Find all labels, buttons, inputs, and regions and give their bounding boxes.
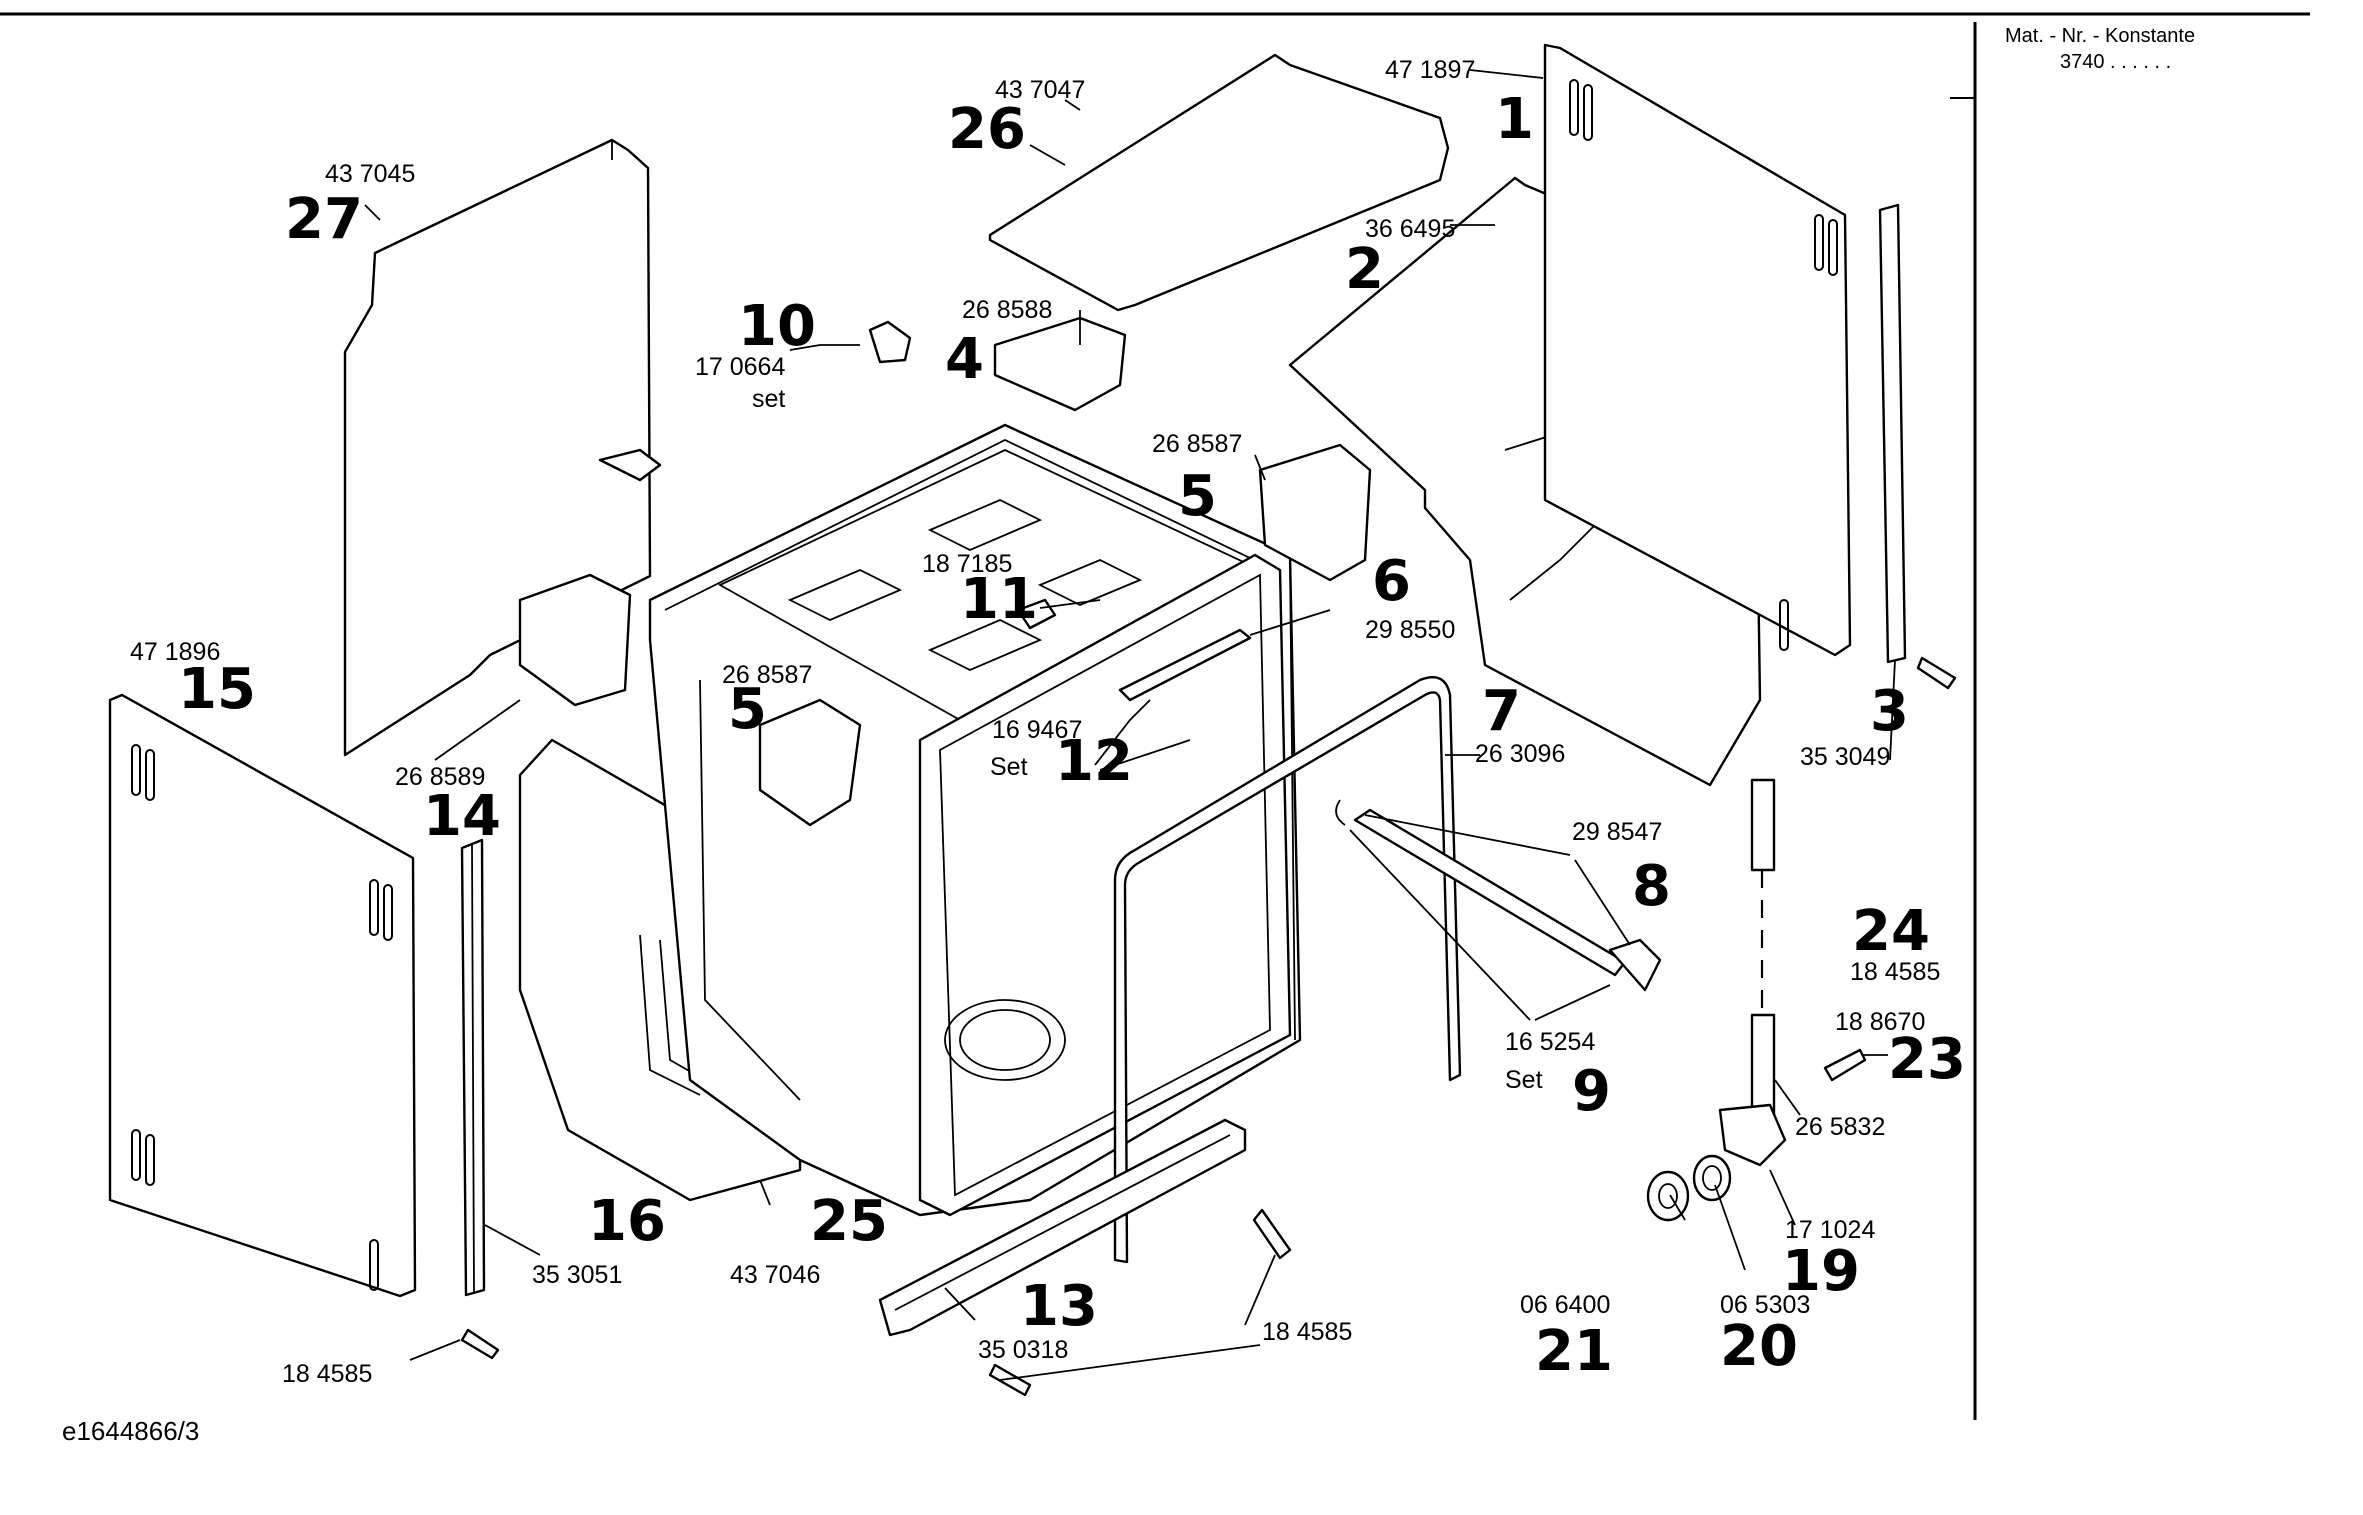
callout-2-part-number: 36 6495: [1365, 215, 1455, 243]
part-13-rail: [878, 1118, 1247, 1337]
valve-part-number: 26 5832: [1795, 1113, 1885, 1141]
callout-15-part-number: 47 1896: [130, 638, 220, 666]
callout-1-number: 1: [1495, 87, 1534, 152]
callout-19-part-number: 17 1024: [1785, 1216, 1875, 1244]
callout-23-number: 23: [1888, 1027, 1966, 1092]
callout-16-number: 16: [588, 1189, 666, 1254]
callout-5-lower-number: 5: [728, 677, 767, 742]
callout-24-part-number: 18 4585: [1850, 958, 1940, 986]
callout-10-set-label: set: [752, 385, 785, 413]
callout-11-part-number: 18 7185: [922, 550, 1012, 578]
callout-7-number: 7: [1482, 679, 1521, 744]
callout-13-number: 13: [1020, 1274, 1098, 1339]
part-5-upper-bracket: [1258, 443, 1372, 582]
callout-9-part-number: 16 5254: [1505, 1028, 1595, 1056]
callout-12-set-label: Set: [990, 753, 1028, 781]
callout-27-number: 27: [285, 187, 363, 252]
callout-3-part-number: 35 3049: [1800, 743, 1890, 771]
part-21-washer: [1646, 1170, 1690, 1222]
callout-23-part-number: 18 8670: [1835, 1008, 1925, 1036]
part-10-clip: [598, 320, 912, 482]
part-19-valve: [1718, 778, 1787, 1167]
callout-10-part-number: 17 0664: [695, 353, 785, 381]
part-14-bracket: [518, 573, 632, 707]
callout-24-number: 24: [1852, 899, 1930, 964]
callout-1-part-number: 47 1897: [1385, 56, 1475, 84]
callout-10-number: 10: [738, 294, 816, 359]
callout-14-number: 14: [423, 784, 501, 849]
part-8-spray-arm: [1335, 799, 1662, 992]
callout-14-part-number: 26 8589: [395, 763, 485, 791]
callout-2-number: 2: [1345, 237, 1384, 302]
callout-26-part-number: 43 7047: [995, 76, 1085, 104]
callout-19-number: 19: [1782, 1239, 1860, 1304]
callout-20-part-number: 06 5303: [1720, 1291, 1810, 1319]
screw-icon: [988, 1363, 1032, 1397]
part-16-strip: [460, 838, 486, 1297]
callout-11-number: 11: [960, 567, 1038, 632]
constant-value: 3740 . . . . . .: [2060, 51, 2171, 73]
callout-6-part-number: 29 8550: [1365, 616, 1455, 644]
callout-4-part-number: 26 8588: [962, 296, 1052, 324]
callout-15-number: 15: [178, 657, 256, 722]
part-3-strip: [1878, 203, 1907, 664]
callout-21-part-number: 06 6400: [1520, 1291, 1610, 1319]
callout-21-number: 21: [1535, 1319, 1613, 1384]
screw-bottom-left-part-number: 18 4585: [282, 1360, 372, 1388]
screw-bottom-center-part-number: 18 4585: [1262, 1318, 1352, 1346]
leader-lines: [364, 69, 1896, 1381]
screw-icon: [1916, 656, 1957, 690]
part-6-rail: [1118, 628, 1252, 702]
dishwasher-tub: [648, 423, 1302, 1217]
callout-27-part-number: 43 7045: [325, 160, 415, 188]
part-26-top-board: [988, 53, 1450, 312]
callout-8-number: 8: [1632, 854, 1671, 919]
callout-16-part-number: 35 3051: [532, 1261, 622, 1289]
callout-12-part-number: 16 9467: [992, 716, 1082, 744]
part-20-washer: [1692, 1154, 1732, 1202]
callout-3-number: 3: [1870, 679, 1909, 744]
screw-icon: [1823, 1048, 1867, 1082]
callout-5-upper-number: 5: [1178, 464, 1217, 529]
screw-icon: [1252, 1208, 1292, 1260]
part-15-side-panel: [108, 693, 417, 1298]
callout-9-set-label: Set: [1505, 1066, 1543, 1094]
callout-25-number: 25: [810, 1189, 888, 1254]
callout-26-number: 26: [948, 97, 1026, 162]
document-reference: e1644866/3: [62, 1416, 199, 1446]
callout-5-lower-part-number: 26 8587: [722, 661, 812, 689]
callout-8-part-number: 29 8547: [1572, 818, 1662, 846]
part-7-seal: [1113, 675, 1462, 1264]
callout-9-number: 9: [1572, 1059, 1611, 1124]
part-1-side-panel: [1543, 43, 1852, 657]
constant-label: Mat. - Nr. - Konstante: [2005, 25, 2195, 47]
screw-icon: [460, 1328, 500, 1360]
callout-6-number: 6: [1372, 549, 1411, 614]
callout-7-part-number: 26 3096: [1475, 740, 1565, 768]
callout-20-number: 20: [1720, 1314, 1798, 1379]
part-4-bracket: [993, 316, 1127, 412]
callout-4-number: 4: [945, 327, 984, 392]
callout-5-upper-part-number: 26 8587: [1152, 430, 1242, 458]
callout-13-part-number: 35 0318: [978, 1336, 1068, 1364]
callout-12-number: 12: [1055, 729, 1133, 794]
callout-25-part-number: 43 7046: [730, 1261, 820, 1289]
